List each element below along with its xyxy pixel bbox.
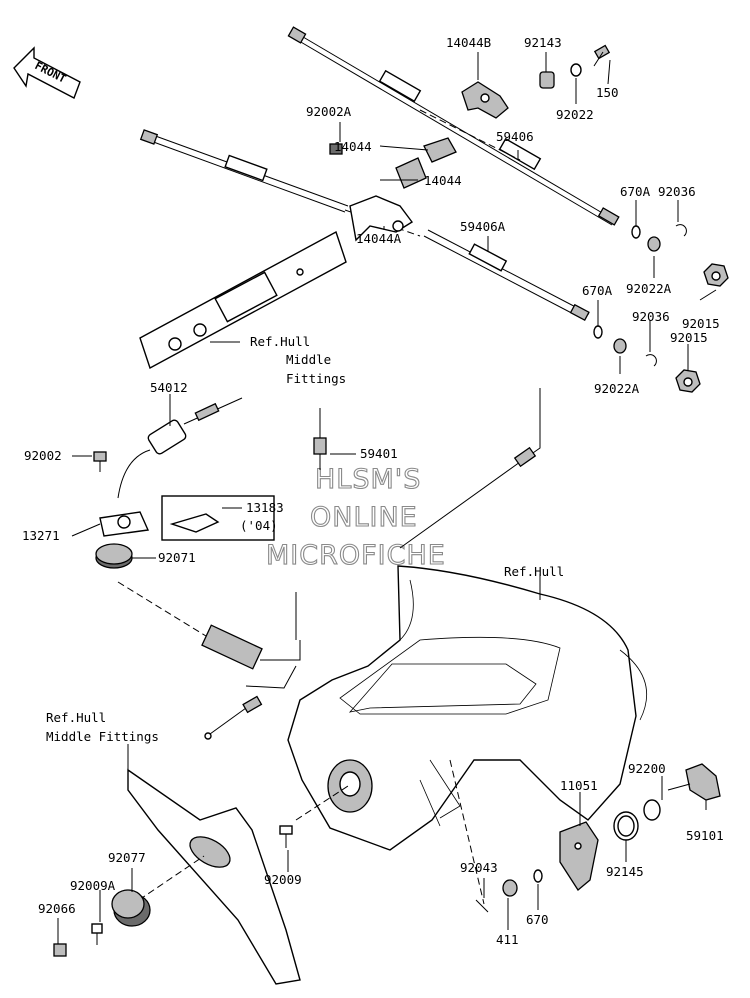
- clip-670A-2: [593, 325, 603, 339]
- label-92009A: 92009A: [70, 878, 116, 893]
- label-13271: 13271: [22, 528, 60, 543]
- watermark: HLSM'S ONLINE MICROFICHE: [265, 463, 446, 571]
- bracket-14044B: [461, 81, 509, 119]
- label-54012: 54012: [150, 380, 188, 395]
- bracket-14044A: [349, 195, 414, 242]
- clamp-14044-upper: [423, 137, 457, 163]
- clip-670A-1: [631, 225, 641, 239]
- cable-54012: [117, 397, 243, 499]
- grommet-92071: [95, 543, 133, 569]
- cable-59406A: [423, 229, 590, 322]
- collar-92143: [539, 71, 555, 89]
- nut-92015-1: [703, 263, 729, 287]
- label-ref-hull-middle-2: Ref.Hull: [46, 710, 106, 725]
- label-14044A: 14044A: [356, 231, 402, 246]
- label-ref-hull-middle-2b: Middle Fittings: [46, 729, 159, 744]
- label-59101: 59101: [686, 828, 724, 843]
- label-92143: 92143: [524, 35, 562, 50]
- middle-fittings-panel: [127, 768, 301, 985]
- watermark-line-2: ONLINE: [310, 502, 418, 533]
- washer-92200: [643, 799, 661, 821]
- label-59401: 59401: [360, 446, 398, 461]
- label-92200: 92200: [628, 761, 666, 776]
- watermark-line-1: HLSM'S: [315, 464, 421, 495]
- label-92022A-1: 92022A: [626, 281, 672, 296]
- clip-92036-1: [675, 224, 687, 237]
- spring-92145: [613, 811, 639, 841]
- plate-13271: [99, 511, 150, 537]
- washer-92022: [570, 63, 582, 77]
- label-670A-1: 670A: [620, 184, 651, 199]
- label-92077: 92077: [108, 850, 146, 865]
- label-11051: 11051: [560, 778, 598, 793]
- label-411: 411: [496, 932, 519, 947]
- cable-steering-left: [139, 129, 349, 213]
- clip-670: [533, 869, 543, 883]
- cable-59401-right: [399, 388, 541, 549]
- label-92036-1: 92036: [658, 184, 696, 199]
- cable-59406: [287, 26, 620, 226]
- label-92071: 92071: [158, 550, 196, 565]
- screw-92009A: [91, 923, 103, 945]
- nut-92015-2: [675, 369, 701, 393]
- nut-92066: [53, 943, 67, 957]
- label-670A-2: 670A: [582, 283, 613, 298]
- washer-411: [502, 879, 518, 897]
- leader-lines: [57, 52, 717, 944]
- plate-13183-box: [161, 495, 275, 541]
- label-92015-2: 92015: [670, 330, 708, 345]
- screw-92009: [279, 825, 293, 848]
- label-ref-hull-middle-1c: Fittings: [286, 371, 346, 386]
- clamp-14044-lower: [395, 157, 427, 189]
- label-92036-2: 92036: [632, 309, 670, 324]
- bolt-92002A: [329, 143, 343, 155]
- hull-body: [287, 565, 647, 851]
- label-92043: 92043: [460, 860, 498, 875]
- pin-92043: [475, 899, 489, 913]
- bolt-92002: [93, 451, 107, 472]
- label-92022A-2: 92022A: [594, 381, 640, 396]
- label-59406A: 59406A: [460, 219, 506, 234]
- washer-92022A-1: [647, 236, 661, 252]
- label-ref-hull-middle-1b: Middle: [286, 352, 331, 367]
- cap-92077: [111, 889, 151, 927]
- label-92015-1: 92015: [682, 316, 720, 331]
- label-92009: 92009: [264, 872, 302, 887]
- label-14044B: 14044B: [446, 35, 491, 50]
- label-92066: 92066: [38, 901, 76, 916]
- callout-labels: 14044B 92143 150 92022 92002A 14044 1404…: [22, 35, 724, 947]
- watermark-line-3: MICROFICHE: [266, 540, 446, 571]
- mounting-plate: [139, 230, 347, 370]
- label-92002: 92002: [24, 448, 62, 463]
- label-ref-hull-middle-1: Ref.Hull: [250, 334, 310, 349]
- label-670: 670: [526, 912, 549, 927]
- label-13183-note: ('04): [240, 518, 278, 533]
- plate-11051: [559, 821, 599, 891]
- label-59406: 59406: [496, 129, 534, 144]
- cable-harness-lower: [201, 592, 301, 740]
- label-92145: 92145: [606, 864, 644, 879]
- label-14044-upper: 14044: [334, 139, 372, 154]
- clip-92036-2: [645, 354, 657, 367]
- cable-59401: [313, 408, 327, 470]
- label-13183: 13183: [246, 500, 284, 515]
- label-150: 150: [596, 85, 619, 100]
- knob-59101: [667, 763, 721, 801]
- label-ref-hull: Ref.Hull: [504, 564, 564, 579]
- bolt-150: [593, 44, 611, 67]
- label-92002A: 92002A: [306, 104, 352, 119]
- washer-92022A-2: [613, 338, 627, 354]
- label-92022: 92022: [556, 107, 594, 122]
- front-arrow-icon: FRONT: [13, 46, 81, 99]
- label-14044-lower: 14044: [424, 173, 462, 188]
